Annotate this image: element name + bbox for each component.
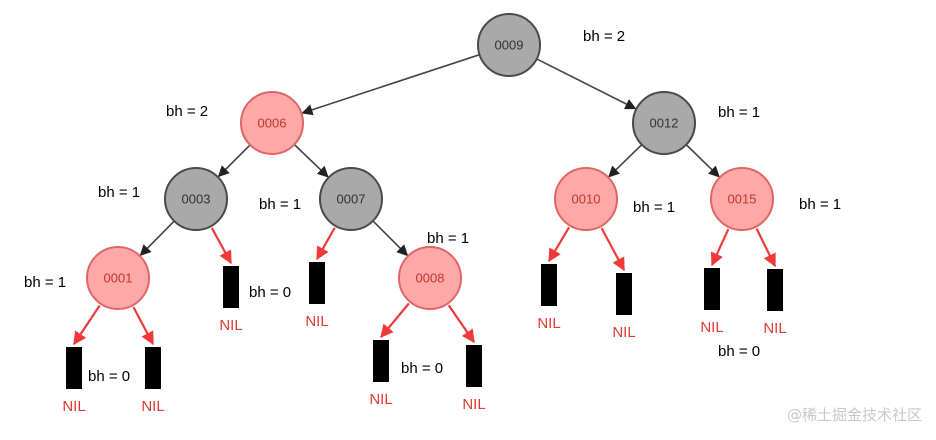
bh-label-nil-15: bh = 0: [718, 343, 760, 360]
bh-label-nil-1: bh = 0: [88, 368, 130, 385]
black-node-circle: [632, 91, 696, 155]
nil-leaf: NIL: [62, 347, 86, 415]
nil-label: NIL: [141, 398, 164, 415]
node-label: 0012: [650, 116, 679, 131]
black-node-circle: [477, 13, 541, 77]
bh-label-n8: bh = 1: [427, 230, 469, 247]
nil-box: [466, 345, 482, 387]
red-node-circle: [554, 167, 618, 231]
node-0007: 0007: [319, 167, 383, 231]
edge-n6-n3: [217, 144, 251, 178]
nil-label: NIL: [305, 313, 328, 330]
nil-box: [704, 268, 720, 310]
bh-label-n7: bh = 1: [259, 196, 301, 213]
node-0006: 0006: [240, 91, 304, 155]
nil-edge-nil-10l: [548, 226, 571, 263]
node-0015: 0015: [710, 167, 774, 231]
nil-label: NIL: [763, 320, 786, 337]
node-0003: 0003: [164, 167, 228, 231]
nil-edges: [73, 226, 776, 346]
node-label: 0001: [104, 271, 133, 286]
black-node-circle: [319, 167, 383, 231]
nil-box: [767, 269, 783, 311]
nil-edge-nil-1r: [132, 306, 154, 346]
nil-leaf: NIL: [537, 264, 561, 332]
nil-label: NIL: [462, 396, 485, 413]
nil-label: NIL: [537, 315, 560, 332]
edge-n6-n7: [293, 143, 329, 178]
nil-leaf: NIL: [219, 266, 243, 334]
node-label: 0006: [258, 116, 287, 131]
nil-box: [145, 347, 161, 389]
node-0010: 0010: [554, 167, 618, 231]
nil-leaves: NIL NIL NIL NIL NIL NIL NIL NIL NIL NIL: [62, 262, 787, 415]
node-label: 0009: [495, 38, 524, 53]
nil-edge-nil-1l: [73, 304, 101, 346]
nil-edge-nil-3r: [210, 227, 232, 265]
nil-box: [223, 266, 239, 308]
edge-n7-n8: [372, 220, 409, 257]
red-node-circle: [240, 91, 304, 155]
node-label: 0010: [572, 192, 601, 207]
bh-label-n10: bh = 1: [633, 199, 675, 216]
nil-edge-nil-10r: [600, 227, 625, 272]
nil-box: [616, 273, 632, 315]
tree-nodes: 0009 0006 0012 0003 0007 0010 0015 0001 0008: [86, 13, 774, 310]
bh-label-n12: bh = 1: [718, 104, 760, 121]
bh-label-n1: bh = 1: [24, 274, 66, 291]
nil-leaf: NIL: [763, 269, 787, 337]
nil-label: NIL: [369, 391, 392, 408]
nil-edge-nil-8r: [447, 304, 475, 344]
node-label: 0007: [337, 192, 366, 207]
black-node-circle: [164, 167, 228, 231]
node-label: 0015: [728, 192, 757, 207]
edge-n9-n12: [536, 58, 637, 110]
nil-box: [309, 262, 325, 304]
node-0012: 0012: [632, 91, 696, 155]
nil-box: [373, 340, 389, 382]
node-0001: 0001: [86, 246, 150, 310]
node-label: 0003: [182, 192, 211, 207]
tree-edges: [139, 53, 720, 257]
node-0009: 0009: [477, 13, 541, 77]
nil-leaf: NIL: [369, 340, 393, 408]
edge-n12-n15: [685, 144, 720, 178]
nil-label: NIL: [700, 319, 723, 336]
red-node-circle: [710, 167, 774, 231]
bh-label-nil-3: bh = 0: [249, 284, 291, 301]
edge-n3-n1: [139, 220, 175, 257]
red-node-circle: [398, 246, 462, 310]
bh-label-n6: bh = 2: [166, 103, 208, 120]
nil-label: NIL: [612, 324, 635, 341]
nil-box: [541, 264, 557, 306]
nil-label: NIL: [62, 398, 85, 415]
nil-edge-nil-8l: [380, 302, 410, 339]
bh-label-n3: bh = 1: [98, 184, 140, 201]
nil-leaf: NIL: [141, 347, 165, 415]
bh-label-n15: bh = 1: [799, 196, 841, 213]
nil-edge-nil-15l: [710, 228, 730, 267]
red-node-circle: [86, 246, 150, 310]
nil-label: NIL: [219, 317, 242, 334]
edge-n12-n10: [608, 144, 643, 178]
nil-leaf: NIL: [700, 268, 724, 336]
nil-box: [66, 347, 82, 389]
nil-edge-nil-15r: [755, 228, 776, 268]
nil-leaf: NIL: [462, 345, 486, 413]
black-height-labels: bh = 2 bh = 2 bh = 1 bh = 1 bh = 1 bh = 1 bh =…: [24, 28, 841, 385]
bh-label-n9: bh = 2: [583, 28, 625, 45]
edge-n9-n6: [301, 53, 480, 116]
bh-label-nil-8: bh = 0: [401, 360, 443, 377]
node-label: 0008: [416, 271, 445, 286]
nil-leaf: NIL: [612, 273, 636, 341]
watermark-text: @稀土掘金技术社区: [787, 406, 922, 424]
node-0008: 0008: [398, 246, 462, 310]
nil-edge-nil-7l: [316, 227, 336, 261]
nil-leaf: NIL: [305, 262, 329, 330]
